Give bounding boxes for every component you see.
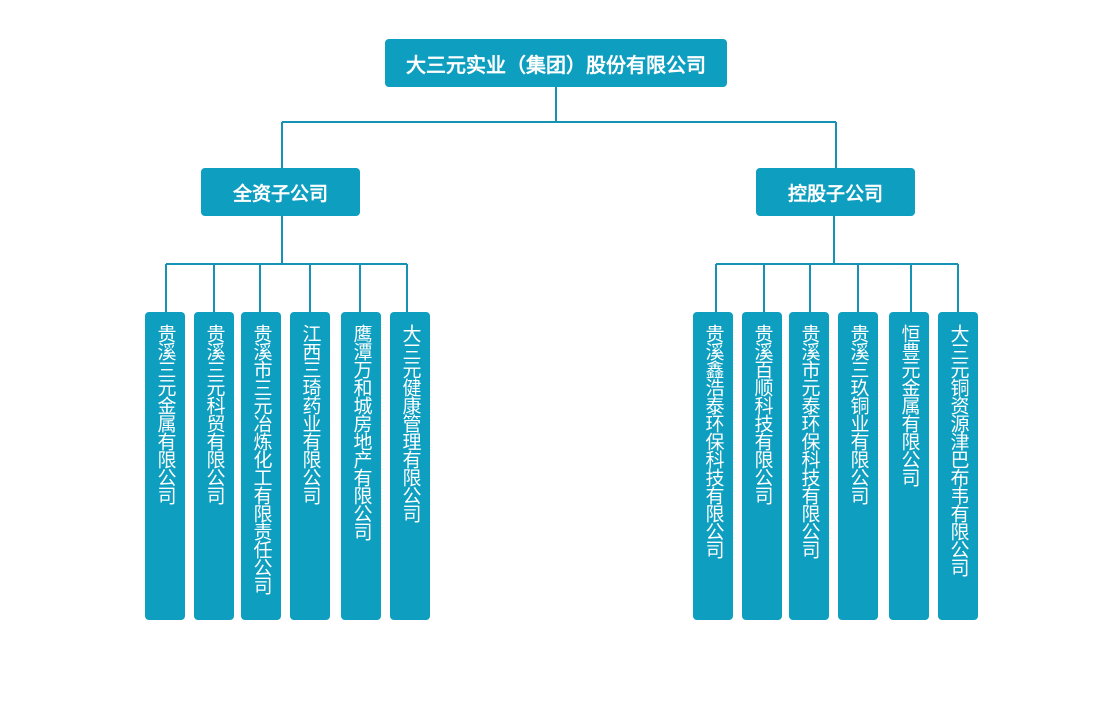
- subsidiary-label: 鹰潭万和城房地产有限公司: [350, 324, 373, 540]
- subsidiary-box: 贵溪三元科贸有限公司: [194, 312, 234, 620]
- subsidiary-box: 贵溪三元金属有限公司: [145, 312, 185, 620]
- subsidiary-box: 贵溪三玖铜业有限公司: [838, 312, 878, 620]
- subsidiary-box: 贵溪市三元冶炼化工有限责任公司: [241, 312, 281, 620]
- root-company-box: 大三元实业（集团）股份有限公司: [385, 39, 727, 87]
- subsidiary-label: 大三元铜资源津巴布韦有限公司: [947, 324, 970, 576]
- holding-group-label: 控股子公司: [787, 182, 883, 205]
- subsidiary-box: 大三元健康管理有限公司: [390, 312, 430, 620]
- subsidiary-label: 贵溪百顺科技有限公司: [751, 324, 774, 504]
- subsidiary-box: 鹰潭万和城房地产有限公司: [341, 312, 381, 620]
- subsidiary-label: 贵溪三元科贸有限公司: [203, 324, 226, 504]
- subsidiary-label: 大三元健康管理有限公司: [399, 324, 422, 522]
- root-company-label: 大三元实业（集团）股份有限公司: [406, 52, 706, 77]
- subsidiary-box: 贵溪百顺科技有限公司: [742, 312, 782, 620]
- wholly-owned-group-label: 全资子公司: [232, 182, 328, 205]
- subsidiary-box: 大三元铜资源津巴布韦有限公司: [938, 312, 978, 620]
- wholly-owned-group-box: 全资子公司: [201, 168, 360, 216]
- subsidiary-label: 江西三琦药业有限公司: [299, 324, 322, 504]
- subsidiary-label: 贵溪三元金属有限公司: [154, 324, 177, 504]
- subsidiary-label: 恒豊元金属有限公司: [898, 324, 921, 486]
- subsidiary-box: 恒豊元金属有限公司: [889, 312, 929, 620]
- subsidiary-label: 贵溪鑫浩泰环保科技有限公司: [702, 324, 725, 558]
- holding-group-box: 控股子公司: [756, 168, 915, 216]
- subsidiary-box: 贵溪市元泰环保科技有限公司: [789, 312, 829, 620]
- subsidiary-label: 贵溪三玖铜业有限公司: [847, 324, 870, 504]
- subsidiary-box: 贵溪鑫浩泰环保科技有限公司: [693, 312, 733, 620]
- subsidiary-label: 贵溪市元泰环保科技有限公司: [798, 324, 821, 558]
- subsidiary-box: 江西三琦药业有限公司: [290, 312, 330, 620]
- subsidiary-label: 贵溪市三元冶炼化工有限责任公司: [250, 324, 273, 594]
